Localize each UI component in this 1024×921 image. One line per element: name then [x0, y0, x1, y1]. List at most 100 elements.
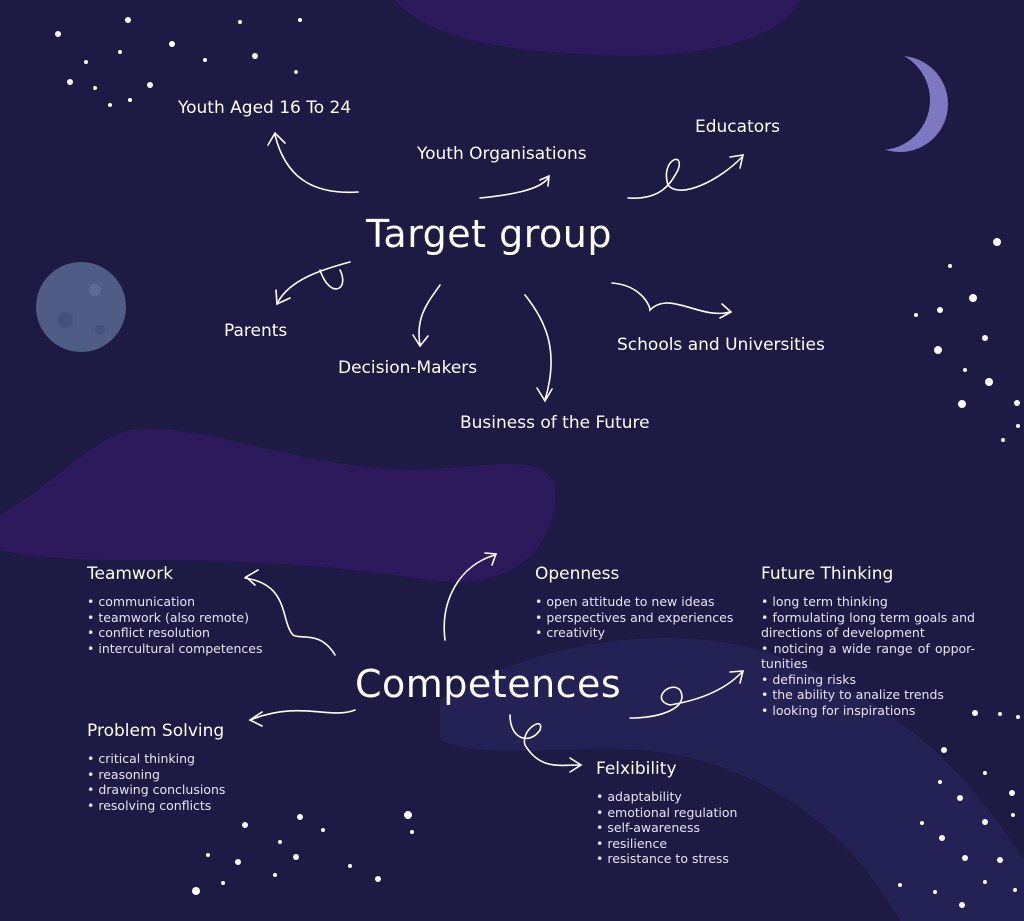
target-group-educators: Educators	[695, 117, 780, 137]
list-item: looking for inspirations	[761, 703, 975, 719]
list-item: critical thinking	[87, 751, 287, 767]
list-item: noticing a wide range of oppor-tunities	[761, 641, 975, 672]
star-icon	[914, 313, 918, 317]
star-icon	[55, 31, 61, 37]
target-group-parents: Parents	[224, 321, 288, 341]
star-icon	[958, 400, 966, 408]
star-icon	[125, 17, 131, 23]
star-icon	[375, 876, 381, 882]
star-icon	[959, 902, 965, 908]
section-title: Teamwork	[87, 564, 174, 584]
competences-title: Competences	[355, 662, 622, 706]
star-icon	[957, 795, 963, 801]
star-icon	[221, 881, 225, 885]
star-icon	[67, 79, 73, 85]
star-icon	[297, 814, 303, 820]
star-icon	[410, 830, 414, 834]
star-icon	[983, 880, 987, 884]
star-icon	[998, 712, 1002, 716]
star-icon	[993, 238, 1001, 246]
stars	[55, 17, 1020, 908]
middle-blob	[0, 428, 556, 582]
star-icon	[206, 853, 210, 857]
star-icon	[982, 819, 988, 825]
list-item: intercultural competences	[87, 641, 287, 657]
list-item: creativity	[535, 625, 745, 641]
star-icon	[1001, 438, 1005, 442]
section-openness: Openness open attitude to new ideaspersp…	[535, 564, 745, 641]
list-item: self-awareness	[596, 820, 796, 836]
target-group-youth-organisations: Youth Organisations	[417, 144, 587, 164]
list-item: the ability to analize trends	[761, 687, 975, 703]
list-item: communication	[87, 594, 287, 610]
star-icon	[235, 859, 241, 865]
list-item: perspectives and experiences	[535, 610, 745, 626]
star-icon	[939, 835, 945, 841]
star-icon	[941, 747, 947, 753]
star-icon	[203, 58, 207, 62]
star-icon	[1016, 424, 1020, 428]
star-icon	[933, 890, 937, 894]
star-icon	[898, 883, 902, 887]
list-item: resolving conflicts	[87, 798, 287, 814]
star-icon	[1013, 888, 1017, 892]
arrows	[244, 131, 745, 773]
star-icon	[147, 82, 153, 88]
star-icon	[938, 780, 942, 784]
section-title: Openness	[535, 564, 620, 584]
list-item: resilience	[596, 836, 796, 852]
star-icon	[1011, 813, 1015, 817]
star-icon	[294, 70, 298, 74]
section-flexibility: Felxibility adaptabilityemotional regula…	[596, 759, 796, 867]
section-teamwork: Teamwork communicationteamwork (also rem…	[87, 564, 287, 656]
list-item: reasoning	[87, 767, 287, 783]
star-icon	[118, 50, 122, 54]
star-icon	[962, 855, 968, 861]
section-title: Problem Solving	[87, 721, 225, 741]
section-title: Felxibility	[596, 759, 677, 779]
star-icon	[128, 98, 132, 102]
section-future-thinking: Future Thinking long term thinkingformul…	[761, 564, 975, 718]
star-icon	[169, 41, 175, 47]
star-icon	[238, 20, 242, 24]
star-icon	[293, 854, 299, 860]
list-item: resistance to stress	[596, 851, 796, 867]
star-icon	[963, 368, 967, 372]
list-item: defining risks	[761, 672, 975, 688]
star-icon	[969, 294, 977, 302]
section-title: Future Thinking	[761, 564, 894, 584]
star-icon	[84, 60, 88, 64]
star-icon	[348, 864, 352, 868]
star-icon	[937, 307, 943, 313]
star-icon	[934, 346, 942, 354]
star-icon	[298, 18, 302, 22]
list-item: formulating long term goals and directio…	[761, 610, 975, 641]
star-icon	[997, 857, 1003, 863]
star-icon	[920, 821, 924, 825]
star-icon	[948, 264, 952, 268]
star-icon	[93, 86, 97, 90]
list-item: long term thinking	[761, 594, 975, 610]
star-icon	[278, 840, 282, 844]
top-blob	[395, 0, 800, 56]
target-group-youth: Youth Aged 16 To 24	[178, 98, 352, 118]
star-icon	[982, 335, 988, 341]
star-icon	[108, 103, 112, 107]
star-icon	[321, 828, 325, 832]
list-item: open attitude to new ideas	[535, 594, 745, 610]
list-item: adaptability	[596, 789, 796, 805]
list-item: conflict resolution	[87, 625, 287, 641]
star-icon	[252, 53, 258, 59]
list-item: drawing conclusions	[87, 782, 287, 798]
star-icon	[1016, 715, 1020, 719]
target-group-business: Business of the Future	[460, 413, 650, 433]
target-group-decision-makers: Decision-Makers	[338, 358, 478, 378]
list-item: emotional regulation	[596, 805, 796, 821]
star-icon	[242, 822, 248, 828]
planet-icon	[36, 262, 126, 352]
moon-icon	[830, 50, 948, 152]
star-icon	[985, 378, 993, 386]
star-icon	[404, 811, 412, 819]
list-item: teamwork (also remote)	[87, 610, 287, 626]
star-icon	[192, 887, 200, 895]
